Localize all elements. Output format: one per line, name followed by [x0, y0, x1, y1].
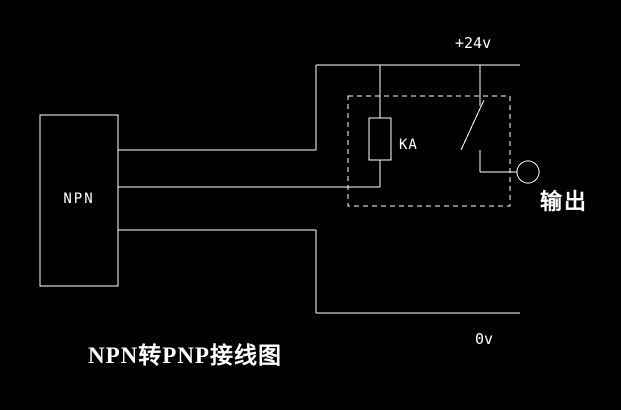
relay-contact-blade — [460, 99, 485, 151]
npn-sensor-box — [39, 114, 119, 287]
relay-coil-label: KA — [399, 137, 418, 153]
diagram-title: NPN转PNP接线图 — [88, 343, 282, 368]
supply-voltage-label: +24v — [455, 34, 492, 52]
output-label: 输出 — [540, 189, 589, 214]
ground-voltage-label: 0v — [475, 330, 494, 348]
output-terminal-circle — [516, 160, 540, 184]
npn-label: NPN — [63, 191, 95, 207]
relay-dashed-enclosure — [347, 95, 511, 207]
relay-coil — [368, 117, 392, 161]
